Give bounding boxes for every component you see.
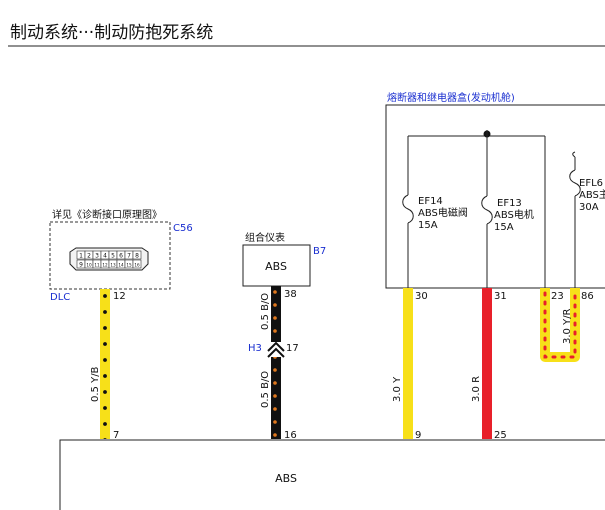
module-pin-7: 7 [113, 430, 119, 441]
dlc-wire-label: 0.5 Y/B [90, 366, 101, 402]
fuse-ef13-name: EF13 [497, 198, 522, 209]
dlc-pin-number: 3 [95, 253, 99, 260]
loop-wire-red-tracer [543, 291, 577, 359]
dlc-pin-number: 13 [110, 263, 116, 268]
dlc-pin-number: 12 [102, 263, 108, 268]
dlc-pin-number: 15 [126, 263, 132, 268]
dlc-pin-number: 4 [103, 253, 107, 260]
fuse1-wire-label: 3.0 Y [392, 376, 403, 402]
fusebox-caption: 熔断器和继电器盒(发动机舱) [387, 91, 515, 104]
dlc-pin-cell [132, 259, 142, 269]
fusebox-frame [385, 104, 605, 289]
fusebox-pin-86: 86 [581, 291, 594, 302]
fuse-efl6-desc: ABS主 [579, 189, 605, 201]
fuse-ef14-name: EF14 [418, 196, 443, 207]
fuse-ef14-desc: ABS电磁阀 [418, 206, 468, 219]
fuse2-wire-label: 3.0 R [471, 376, 482, 402]
fusebox-pin-23: 23 [551, 291, 564, 302]
dlc-pin-number: 16 [134, 263, 140, 268]
dlc-pin-number: 9 [79, 262, 83, 269]
abs-module-frame [59, 439, 605, 510]
splice-chevron-top [267, 341, 285, 352]
cluster-caption: 组合仪表 [245, 231, 285, 244]
cluster-wire-lower-dots [271, 357, 281, 439]
module-pin-16: 16 [284, 430, 297, 441]
cluster-pin-label: 38 [284, 289, 297, 300]
dlc-pin-label: 12 [113, 291, 126, 302]
loop-wire-label: 3.0 Y/R [562, 308, 573, 344]
fuse-efl6-symbol [569, 169, 581, 197]
dlc-label: DLC [50, 292, 70, 303]
fuse-ef13-rating: 15A [494, 222, 514, 233]
fuse-efl6-name: EFL6 [579, 178, 603, 189]
dlc-pin-number: 1 [79, 253, 83, 260]
fuse-ef14-rating: 15A [418, 220, 438, 231]
dlc-pin-number: 14 [118, 263, 124, 268]
dlc-connector-id: C56 [173, 223, 193, 234]
cluster-body-label: ABS [265, 260, 287, 273]
dlc-pin-number: 8 [135, 253, 139, 260]
page-title: 制动系统···制动防抱死系统 [10, 23, 213, 43]
dlc-pin-number: 7 [127, 253, 131, 260]
dlc-wire-dots [100, 289, 110, 439]
fuse-ef13-desc: ABS电机 [494, 208, 534, 221]
splice-id: H3 [248, 343, 262, 354]
cluster-connector-id: B7 [313, 246, 326, 257]
fusebox-pin-31: 31 [494, 291, 507, 302]
fuse2-wire-red [482, 288, 492, 439]
module-pin-25: 25 [494, 430, 507, 441]
cluster-wire-lower-label: 0.5 B/O [260, 371, 271, 408]
module-pin-9: 9 [415, 430, 421, 441]
splice-chevron-bottom [267, 347, 285, 358]
abs-module-label: ABS [275, 472, 297, 485]
fuse-ef14-symbol [402, 194, 414, 224]
cluster-wire-upper-dots [271, 286, 281, 342]
dlc-pin-number: 10 [86, 263, 92, 268]
fusebox-pin-30: 30 [415, 291, 428, 302]
dlc-pin-cell [132, 250, 142, 260]
cluster-wire-upper-label: 0.5 B/O [260, 293, 271, 330]
dlc-pin-number: 11 [94, 263, 100, 268]
fuse-ef13-symbol [481, 195, 493, 225]
dlc-pin-number: 6 [119, 253, 123, 260]
dlc-pin-number: 2 [87, 253, 91, 260]
dlc-caption: 详见《诊断接口原理图》 [52, 208, 162, 221]
dlc-pin-number: 5 [111, 253, 115, 260]
fuse-efl6-rating: 30A [579, 202, 599, 213]
splice-pin: 17 [286, 343, 299, 354]
fuse1-wire-yellow [403, 288, 413, 439]
